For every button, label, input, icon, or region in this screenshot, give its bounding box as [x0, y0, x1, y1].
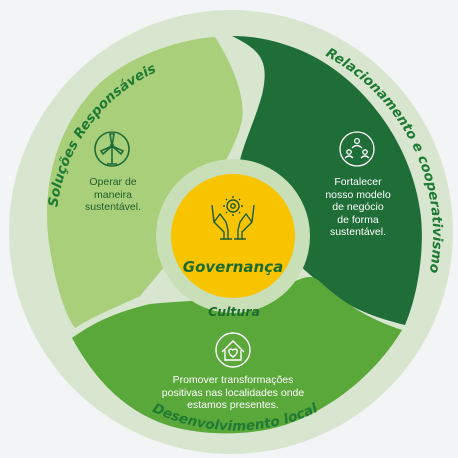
desc-line: sustentável.	[329, 226, 387, 238]
desc-line: sustentável.	[84, 201, 142, 213]
segment-solucoes[interactable]	[47, 37, 243, 328]
house-heart-icon	[215, 332, 251, 368]
wind-turbine-icon	[94, 131, 130, 167]
desc-line: maneira	[94, 188, 132, 201]
segment-relacionamento[interactable]	[232, 36, 422, 325]
desc-line: de forma	[337, 213, 379, 226]
segment-desc-relacionamento: Fortalecer nosso modelo de negócio de fo…	[312, 176, 404, 239]
people-network-icon	[339, 131, 375, 167]
segment-desenvolvimento[interactable]	[72, 277, 402, 434]
desc-line: estamos presentes.	[187, 399, 279, 411]
segment-desc-solucoes: Operar de maneira sustentável.	[72, 176, 154, 214]
governanca-label: Governança	[183, 258, 283, 276]
segment-desc-desenvolvimento: Promover transformações positivas nas lo…	[143, 374, 323, 412]
desc-line: nosso modelo	[325, 188, 391, 201]
desc-line: Promover transformações	[172, 374, 294, 386]
governanca-circle[interactable]	[171, 174, 295, 298]
desc-line: Fortalecer	[334, 176, 382, 188]
desc-line: de negócio	[332, 201, 384, 213]
hands-gear-icon	[211, 196, 255, 240]
desc-line: Operar de	[89, 176, 137, 188]
desc-line: positivas nas localidades onde	[161, 386, 305, 399]
cultura-label: Cultura	[208, 304, 260, 319]
